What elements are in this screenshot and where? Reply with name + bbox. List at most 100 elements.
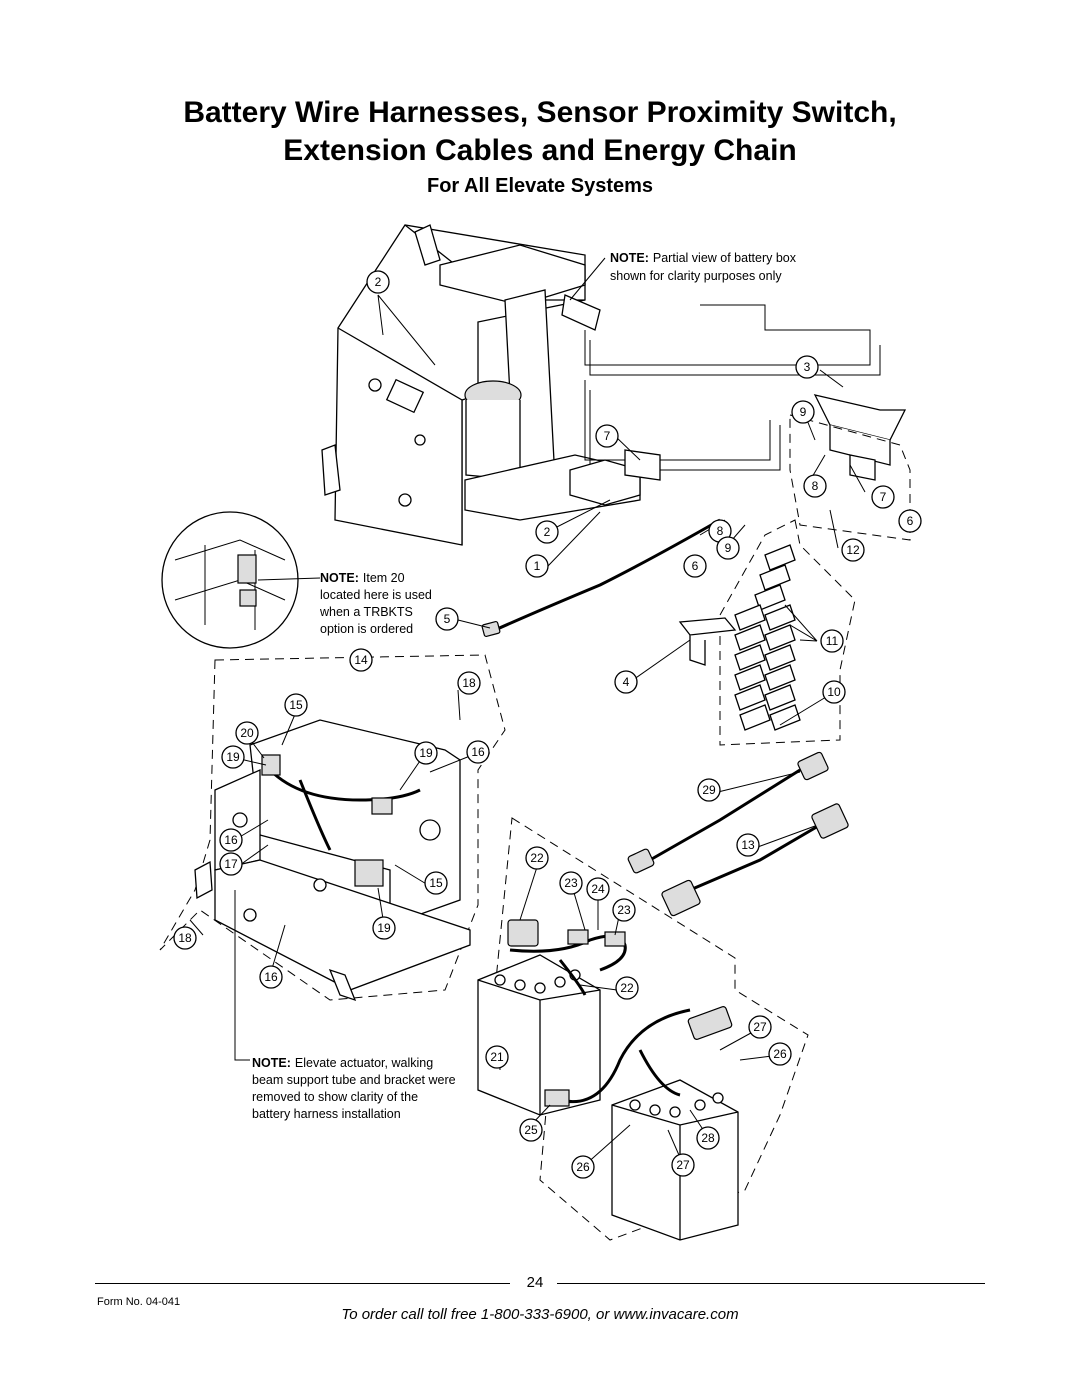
callout-number: 28 [701, 1131, 715, 1145]
callout-number: 20 [240, 726, 254, 740]
callout-circle [559, 871, 583, 895]
callout-number: 16 [224, 833, 238, 847]
page-number: 24 [526, 1274, 544, 1291]
note-text: battery harness installation [252, 1107, 401, 1121]
callout-circle [898, 509, 922, 533]
callout-number: 24 [591, 882, 605, 896]
callout-circle [219, 852, 243, 876]
callout-circle [414, 741, 438, 765]
callout-circle [535, 520, 559, 544]
callout-number: 6 [692, 559, 699, 573]
callout-circle [614, 670, 638, 694]
callout-circle [372, 916, 396, 940]
callout-number: 23 [617, 903, 631, 917]
callout-number: 16 [264, 970, 278, 984]
note-text: when a TRBKTS [319, 605, 413, 619]
callout-circle [683, 554, 707, 578]
note-text: Partial view of battery box [653, 251, 797, 265]
callout-circle [748, 1015, 772, 1039]
callout-circle [466, 740, 490, 764]
bracket-3 [789, 394, 911, 541]
callout-circle [615, 976, 639, 1000]
extension-cables [627, 751, 849, 917]
callout-number: 16 [471, 745, 485, 759]
callout-number: 9 [725, 541, 732, 555]
bracket-4 [678, 617, 737, 666]
energy-chain [719, 519, 856, 746]
callout-circle [595, 424, 619, 448]
callout-number: 26 [773, 1047, 787, 1061]
callout-circle [525, 846, 549, 870]
footer-rule-left [95, 1283, 510, 1284]
callout-number: 2 [375, 275, 382, 289]
callout-circle [519, 1118, 543, 1142]
svg-text:NOTE:Item 20: NOTE:Item 20 [320, 571, 405, 585]
callout-number: 5 [444, 612, 451, 626]
callout-circle [696, 1126, 720, 1150]
callout-number: 12 [846, 543, 860, 557]
note-text: removed to show clarity of the [252, 1090, 418, 1104]
callout-number: 8 [717, 524, 724, 538]
callout-number: 15 [429, 876, 443, 890]
callout-number: 7 [880, 490, 887, 504]
callout-circle [235, 721, 259, 745]
callout-circle [697, 778, 721, 802]
note-text: Elevate actuator, walking [295, 1056, 433, 1070]
callout-circle [871, 485, 895, 509]
callout-number: 7 [604, 429, 611, 443]
lower-battery-box [159, 654, 506, 1002]
callout-circle [424, 871, 448, 895]
callout-circle [284, 693, 308, 717]
callout-circle [803, 474, 827, 498]
callout-circle [349, 648, 373, 672]
callout-number: 19 [419, 746, 433, 760]
callout-number: 1 [534, 559, 541, 573]
note-actuator: NOTE: Elevate actuator, walking beam supp… [252, 1056, 456, 1121]
page-title-line-2: Extension Cables and Energy Chain [283, 134, 797, 167]
callout-number: 9 [800, 405, 807, 419]
upper-frame-assembly [321, 224, 881, 638]
callout-number: 25 [524, 1123, 538, 1137]
page-subtitle: For All Elevate Systems [426, 175, 654, 197]
callout-number: 19 [226, 750, 240, 764]
note-text: option is ordered [320, 622, 413, 636]
svg-text:NOTE:Elevate actuator, walking: NOTE: Elevate actuator, walking [252, 1056, 433, 1070]
callout-number: 8 [812, 479, 819, 493]
callout-number: 18 [462, 676, 476, 690]
note-label: NOTE: [320, 571, 359, 585]
callout-circle [173, 926, 197, 950]
callout-circle [221, 745, 245, 769]
callout-number: 14 [354, 653, 368, 667]
note-text: beam support tube and bracket were [252, 1073, 456, 1087]
callout-number: 19 [377, 921, 391, 935]
callout-circle [259, 965, 283, 989]
callout-number: 22 [620, 981, 634, 995]
callout-circle [716, 536, 740, 560]
note-item-20: NOTE:Item 20 located here is used when a… [319, 571, 432, 636]
callout-circle [671, 1153, 695, 1177]
callout-number: 22 [530, 851, 544, 865]
callout-circle [457, 671, 481, 695]
callout-circle [768, 1042, 792, 1066]
callout-circle [820, 629, 844, 653]
callout-circle [366, 270, 390, 294]
callout-circle [612, 898, 636, 922]
callout-circle [525, 554, 549, 578]
callout-number: 17 [224, 857, 238, 871]
callout-number: 18 [178, 931, 192, 945]
form-number: Form No. 04-041 [97, 1296, 181, 1308]
callout-circle [586, 877, 610, 901]
callout-circle [795, 355, 819, 379]
page-title-line-1: Battery Wire Harnesses, Sensor Proximity… [183, 96, 897, 129]
callout-number: 3 [804, 360, 811, 374]
callout-number: 29 [702, 783, 716, 797]
note-label: NOTE: [252, 1056, 291, 1070]
callout-number: 27 [676, 1158, 690, 1172]
callout-number: 13 [741, 838, 755, 852]
callout-circle [841, 538, 865, 562]
callout-number: 4 [623, 675, 630, 689]
order-info: To order call toll free 1-800-333-6900, … [341, 1306, 739, 1323]
callout-number: 6 [907, 514, 914, 528]
